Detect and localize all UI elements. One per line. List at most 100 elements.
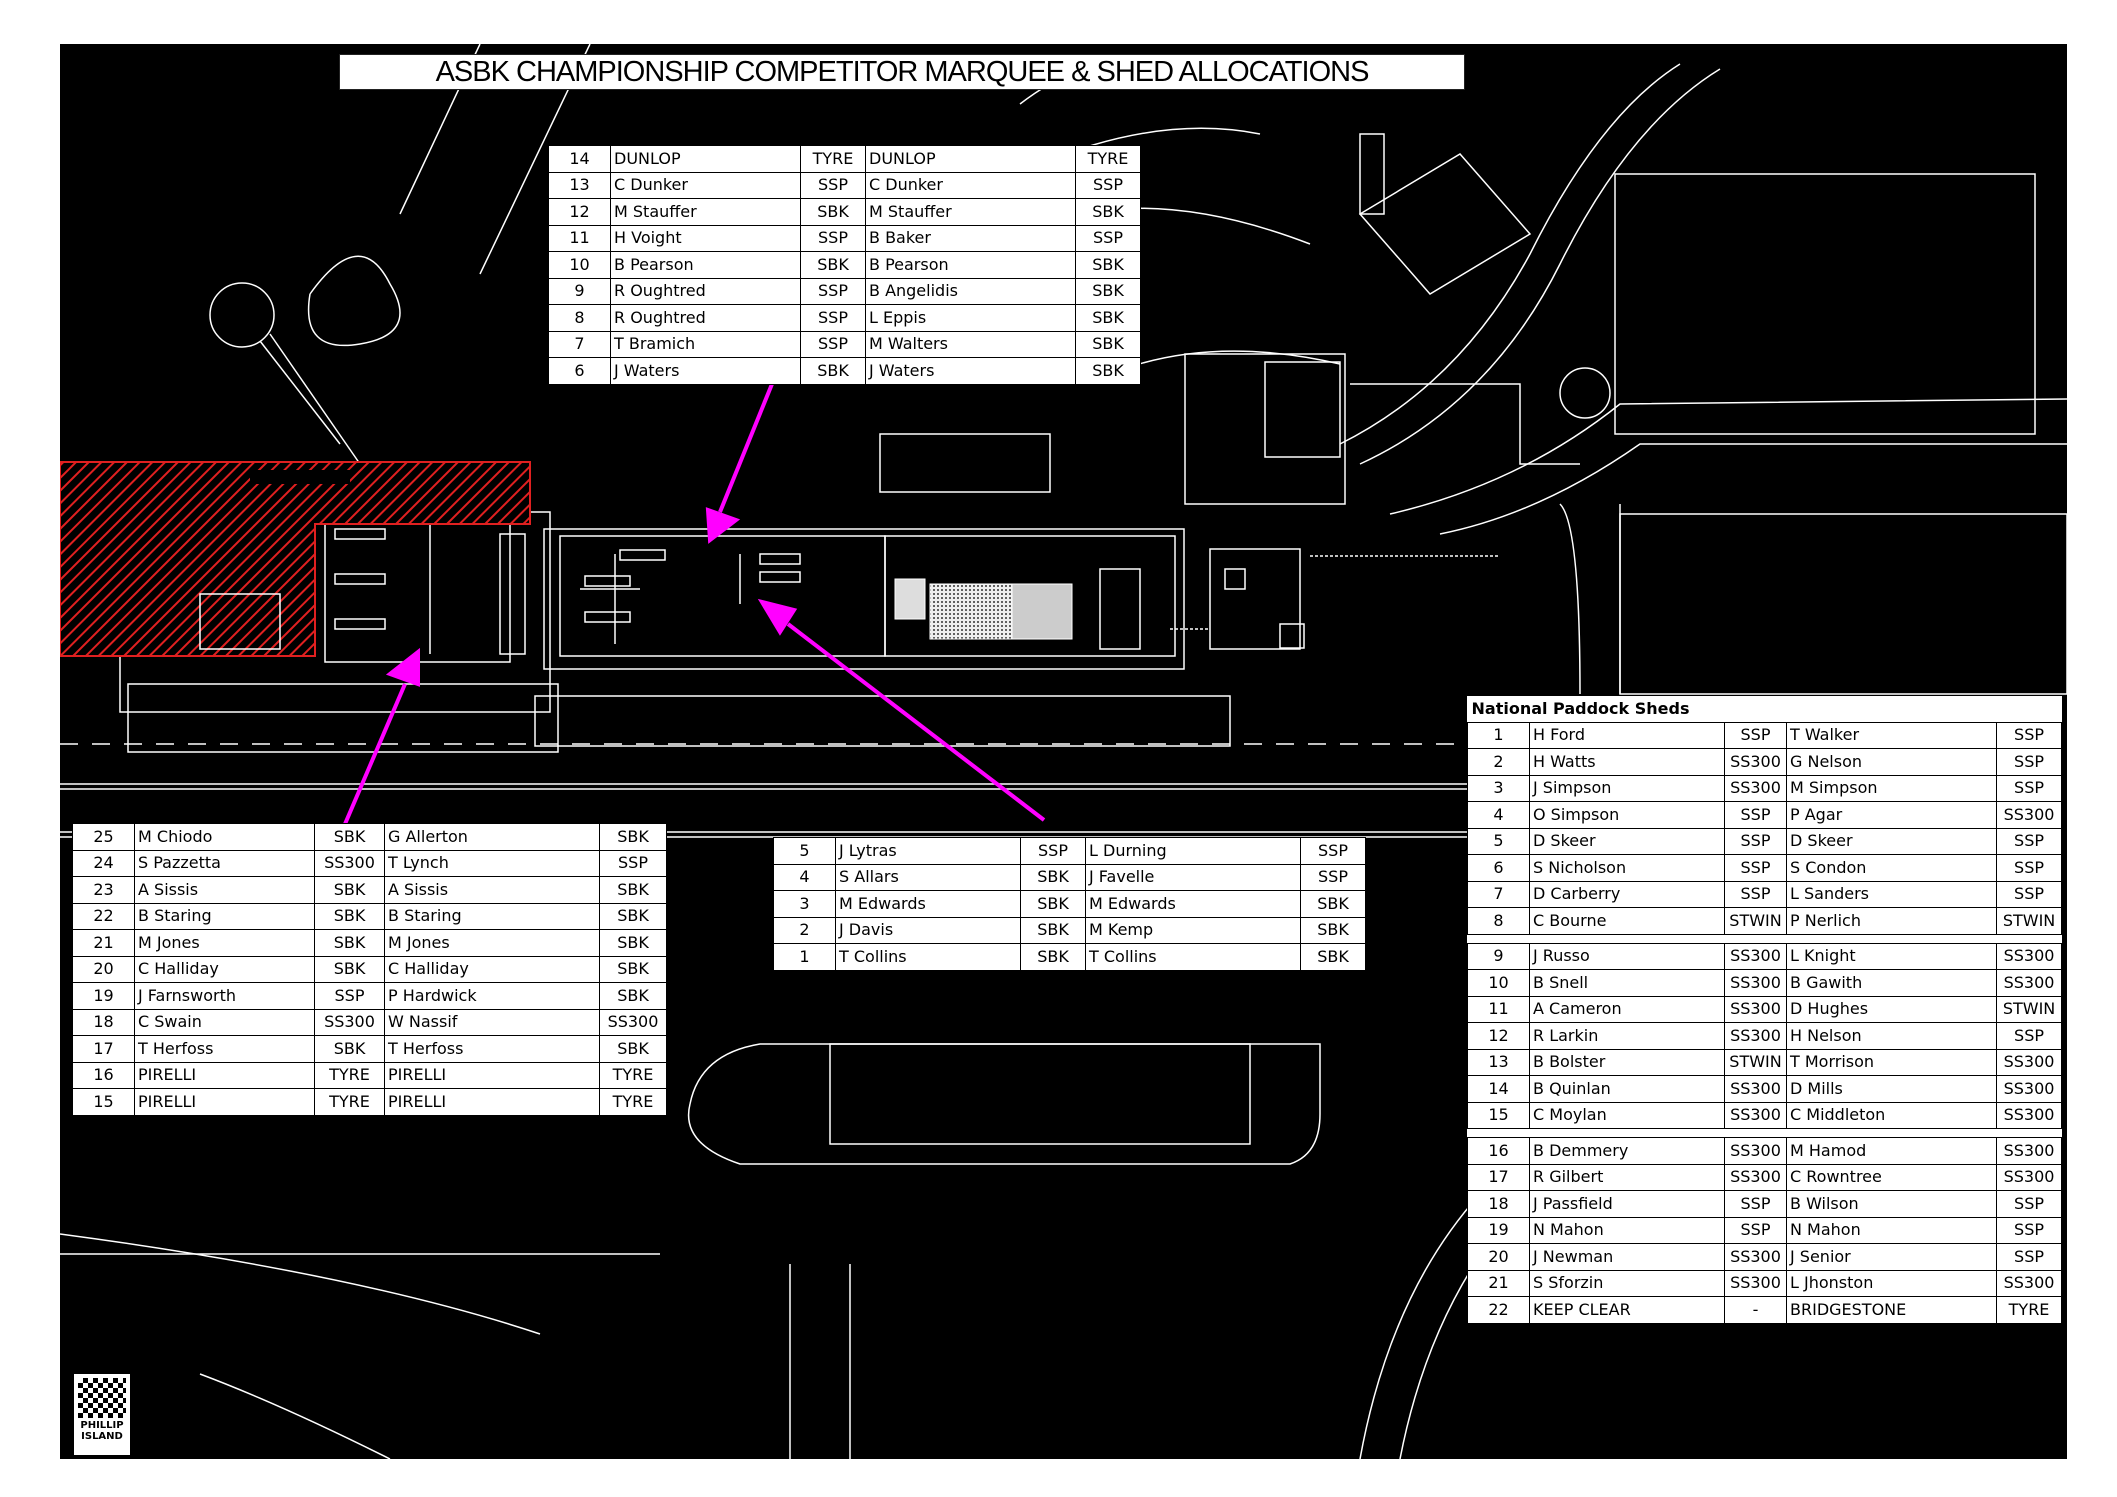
- class-right: SBK: [599, 982, 667, 1010]
- logo-text-line1: PHILLIP: [80, 1420, 124, 1431]
- rider-left: T Collins: [835, 943, 1021, 971]
- class-left: SS300: [314, 849, 385, 877]
- rider-left: J Farnsworth: [134, 982, 315, 1010]
- rider-right: P Hardwick: [384, 982, 600, 1010]
- rider-right: T Collins: [1085, 943, 1301, 971]
- rider-right: J Favelle: [1085, 863, 1301, 891]
- rider-left: S Nicholson: [1529, 854, 1725, 882]
- rider-right: B Angelidis: [865, 277, 1076, 305]
- shed-number: 12: [1467, 1022, 1530, 1050]
- class-right: SBK: [599, 902, 667, 930]
- rider-right: D Hughes: [1786, 995, 1997, 1023]
- shed-number: 21: [1467, 1269, 1530, 1297]
- rider-right: M Walters: [865, 330, 1076, 358]
- shed-number: 2: [1467, 748, 1530, 776]
- class-left: SBK: [800, 251, 866, 279]
- class-left: SS300: [1724, 1022, 1787, 1050]
- class-left: SBK: [314, 902, 385, 930]
- shed-number: 1: [1467, 721, 1530, 749]
- shed-number: 6: [1467, 854, 1530, 882]
- class-right: SSP: [1995, 1190, 2063, 1218]
- rider-left: B Pearson: [610, 251, 801, 279]
- shed-number: 6: [548, 357, 611, 385]
- rider-left: T Bramich: [610, 330, 801, 358]
- rider-right: W Nassif: [384, 1008, 600, 1036]
- rider-left: H Watts: [1529, 748, 1725, 776]
- rider-right: B Pearson: [865, 251, 1076, 279]
- class-left: SS300: [1724, 1243, 1787, 1271]
- rider-left: PIRELLI: [134, 1061, 315, 1089]
- rider-right: C Dunker: [865, 171, 1076, 199]
- class-left: SS300: [1724, 942, 1787, 970]
- rider-right: PIRELLI: [384, 1088, 600, 1116]
- class-right: SS300: [1995, 1163, 2063, 1191]
- shed-number: 18: [1467, 1190, 1530, 1218]
- class-left: SS300: [1724, 1269, 1787, 1297]
- shed-number: 3: [1467, 774, 1530, 802]
- shed-number: 8: [1467, 907, 1530, 935]
- shed-number: 20: [72, 955, 135, 983]
- shed-number: 15: [72, 1088, 135, 1116]
- rider-right: J Waters: [865, 357, 1076, 385]
- class-left: TYRE: [800, 145, 866, 173]
- shed-number: 8: [548, 304, 611, 332]
- shed-number: 22: [1467, 1296, 1530, 1324]
- shed-number: 21: [72, 929, 135, 957]
- class-left: SBK: [800, 357, 866, 385]
- class-left: SBK: [1020, 863, 1086, 891]
- shed-number: 10: [1467, 969, 1530, 997]
- rider-right: B Staring: [384, 902, 600, 930]
- class-right: SBK: [1075, 198, 1141, 226]
- rider-left: KEEP CLEAR: [1529, 1296, 1725, 1324]
- rider-right: L Sanders: [1786, 880, 1997, 908]
- class-right: SBK: [1075, 304, 1141, 332]
- class-right: SSP: [1995, 854, 2063, 882]
- shed-number: 7: [548, 330, 611, 358]
- class-right: SBK: [1300, 943, 1366, 971]
- class-right: SS300: [1995, 1048, 2063, 1076]
- class-left: SSP: [800, 224, 866, 252]
- shed-number: 5: [773, 837, 836, 865]
- rider-left: C Swain: [134, 1008, 315, 1036]
- rider-left: B Demmery: [1529, 1137, 1725, 1165]
- class-right: SBK: [599, 955, 667, 983]
- rider-left: M Chiodo: [134, 823, 315, 851]
- rider-right: T Herfoss: [384, 1035, 600, 1063]
- shed-number: 17: [72, 1035, 135, 1063]
- class-right: SSP: [1995, 827, 2063, 855]
- rider-left: D Carberry: [1529, 880, 1725, 908]
- shed-number: 16: [72, 1061, 135, 1089]
- class-right: SBK: [1075, 357, 1141, 385]
- class-right: SBK: [599, 929, 667, 957]
- class-right: SBK: [1300, 916, 1366, 944]
- rider-left: B Snell: [1529, 969, 1725, 997]
- class-left: SS300: [1724, 748, 1787, 776]
- shed-number: 13: [548, 171, 611, 199]
- rider-left: J Waters: [610, 357, 801, 385]
- rider-right: D Mills: [1786, 1075, 1997, 1103]
- rider-right: BRIDGESTONE: [1786, 1296, 1997, 1324]
- class-left: SBK: [1020, 916, 1086, 944]
- class-right: SS300: [1995, 1137, 2063, 1165]
